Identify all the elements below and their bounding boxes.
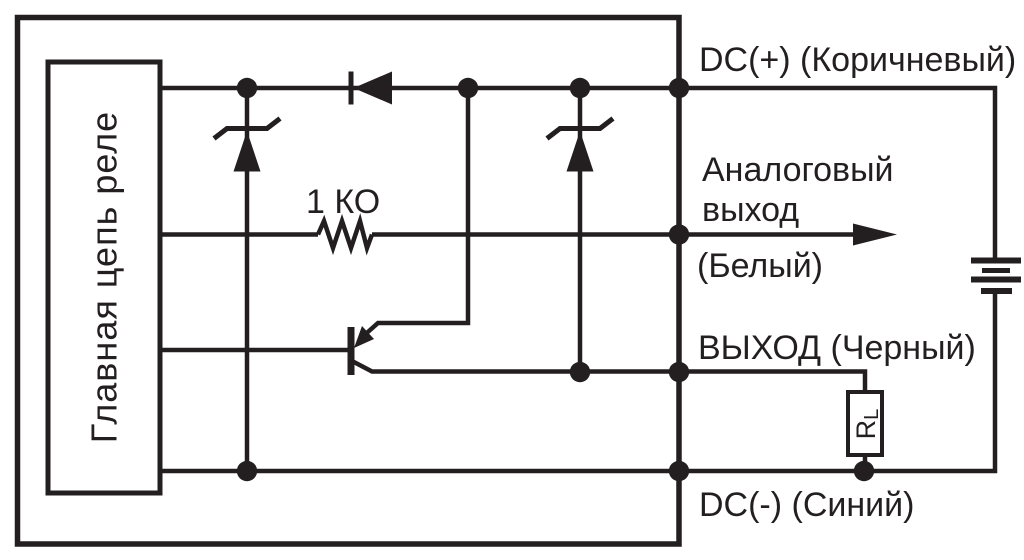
junction-dot [236, 460, 258, 482]
junction-dot [853, 460, 875, 482]
junction-dot [668, 361, 690, 383]
transistor-emitter-wire [358, 88, 471, 341]
dc-plus-label: DC(+) (Коричневый) [699, 41, 1016, 79]
relay-circuit-box: Главная цепь реле [45, 59, 163, 496]
transistor-collector-wire [350, 359, 868, 392]
junction-dots [236, 77, 875, 482]
load-resistor-label: RL [851, 409, 883, 440]
series-resistor-label: 1 КО [306, 183, 380, 221]
analog-output-label-line2: выход [702, 191, 799, 229]
sensor-enclosure-border [14, 14, 682, 547]
battery-icon [971, 257, 1021, 294]
dc-minus-wire [160, 294, 998, 474]
transistor-emitter-arrow-icon [354, 326, 374, 348]
zener-2-cathode-bar [545, 116, 615, 141]
analog-output-arrow-icon [853, 223, 897, 246]
diode-anode-triangle [353, 71, 392, 105]
output-label: ВЫХОД (Черный) [698, 329, 976, 367]
junction-dot [569, 77, 591, 99]
load-resistor-subscript-text: L [861, 409, 883, 420]
relay-box-outline [45, 59, 163, 496]
junction-dot [236, 77, 258, 99]
junction-dot [457, 77, 479, 99]
junction-dot [668, 77, 690, 99]
reverse-protection-diode [348, 71, 392, 105]
analog-output-label-line1: Аналоговый [702, 151, 894, 189]
analog-wire-color-label: (Белый) [697, 247, 823, 285]
junction-dot [668, 460, 690, 482]
pnp-transistor [160, 88, 868, 392]
zener-1-cathode-bar [212, 116, 282, 141]
analog-output-wire: 1 КО [160, 183, 897, 256]
junction-dot [569, 361, 591, 383]
zener-diode-1 [212, 88, 282, 471]
dc-minus-label: DC(-) (Синий) [699, 486, 914, 524]
series-resistor-symbol [315, 213, 375, 256]
junction-dot [668, 224, 690, 245]
load-resistor-symbol-text: R [851, 420, 881, 440]
relay-box-label: Главная цепь реле [84, 111, 125, 443]
zener-2-anode-triangle [566, 131, 594, 172]
zener-1-anode-triangle [233, 131, 261, 172]
zener-diode-2 [545, 88, 615, 372]
dc-plus-wire [160, 85, 998, 258]
